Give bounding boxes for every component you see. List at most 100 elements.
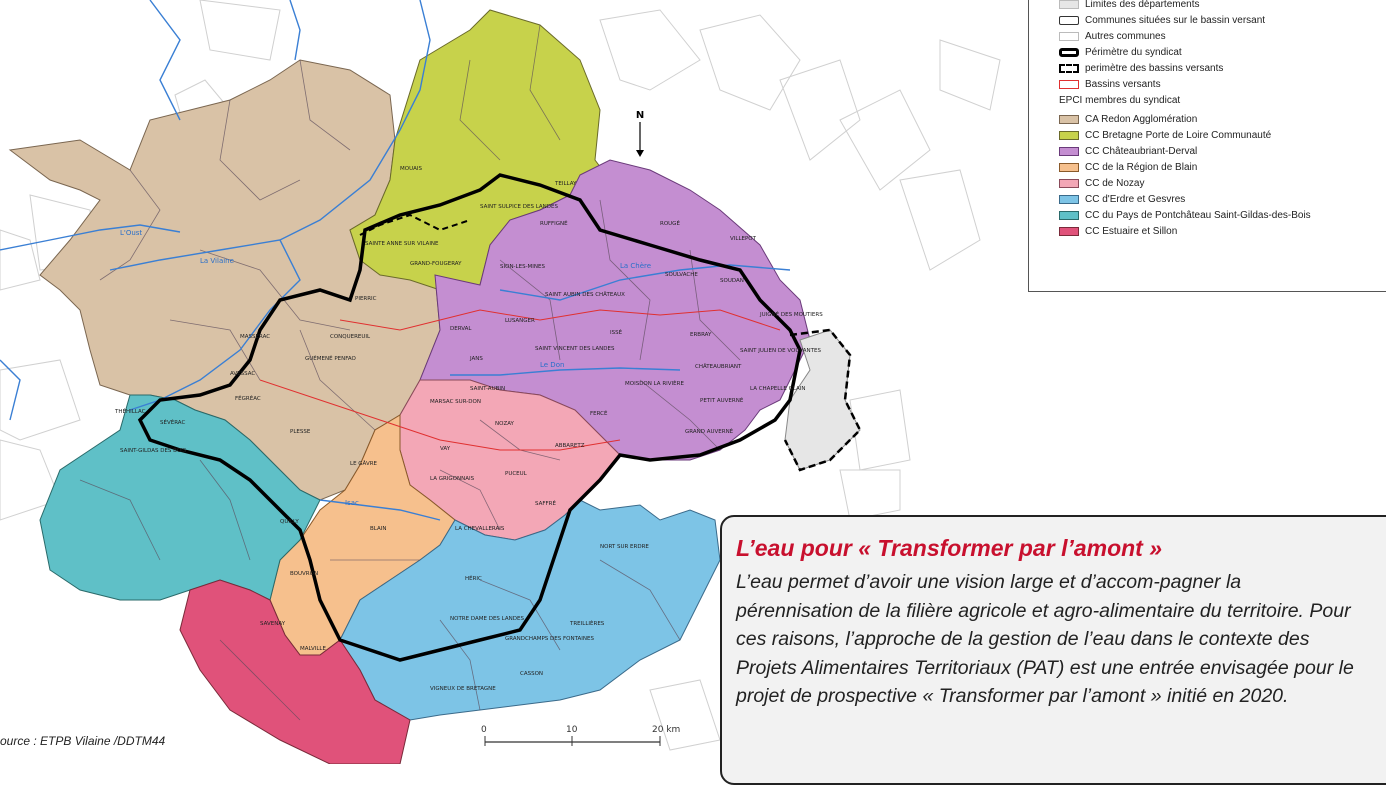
commune-label: LUSANGER [505,318,535,324]
legend-item: Communes situées sur le bassin versant [1059,13,1265,27]
legend-label: CA Redon Agglomération [1085,113,1198,125]
commune-label: SAINT-AUBIN [470,386,505,392]
commune-label: AVESSAC [230,371,255,377]
legend-label: CC de la Région de Blain [1085,161,1198,173]
commune-label: GRAND-FOUGERAY [410,261,462,267]
legend-swatch [1059,31,1079,41]
other-communes-outlines [0,0,1001,751]
legend-swatch [1059,130,1079,140]
commune-label: ABBARETZ [555,443,585,449]
legend-swatch [1059,146,1079,156]
legend-swatch [1059,0,1079,9]
commune-label: CONQUEREUIL [330,334,371,340]
info-box: L’eau pour « Transformer par l’amont » L… [720,515,1386,785]
syndicate-perimeter [137,173,802,662]
commune-label: SAVENAY [260,621,286,627]
commune-label: SOUDAN [720,278,744,284]
commune-label: SOULVACHE [665,272,698,278]
legend-item: CC Bretagne Porte de Loire Communauté [1059,128,1271,142]
commune-label: NORT SUR ERDRE [600,544,649,550]
commune-label: TREILLIÈRES [569,619,605,627]
legend-label: CC Châteaubriant-Derval [1085,145,1198,157]
legend-swatch [1059,178,1079,188]
commune-label: DERVAL [450,326,472,332]
legend-swatch [1059,194,1079,204]
commune-label: GRAND AUVERNÉ [685,427,734,435]
legend-swatch [1059,15,1079,25]
legend-item: CC d'Erdre et Gesvres [1059,192,1185,206]
commune-label: THÉHILLAC [114,407,146,415]
commune-label: LA CHAPELLE GLAIN [750,386,806,392]
legend-item: perimètre des bassins versants [1059,61,1223,75]
scale-tick: 10 [566,725,578,735]
legend-label: CC du Pays de Pontchâteau Saint-Gildas-d… [1085,209,1311,221]
legend-item: CC de Nozay [1059,176,1144,190]
legend-label: CC d'Erdre et Gesvres [1085,193,1186,205]
legend-item: Limites des départements [1059,0,1200,11]
commune-label: JANS [469,356,483,362]
commune-label: MOISDON LA RIVIÈRE [625,379,684,387]
watershed-perimeter-dashed-north [359,213,471,236]
scale-bar: 0 10 20 km [481,725,680,746]
legend-swatch [1059,63,1079,73]
north-label: N [636,110,644,121]
commune-label: MASSÉRAC [240,332,270,340]
commune-label: PLESSE [290,429,311,435]
legend-item: CA Redon Agglomération [1059,112,1197,126]
river-label: La Vilaine [200,257,234,265]
legend-label: perimètre des bassins versants [1085,62,1224,74]
commune-label: QUILLY [280,519,299,525]
legend-swatch [1059,210,1079,220]
commune-label: PUCEUL [505,471,528,477]
commune-label: PIERRIC [355,296,377,302]
info-box-text: L’eau permet d’avoir une vision large et… [736,571,1354,707]
legend-swatch [1059,79,1079,89]
legend-label: Périmètre du syndicat [1085,46,1182,58]
commune-labels: SION-LES-MINES DERVAL LUSANGER MARSAC SU… [114,166,823,692]
river-label: Isac [345,499,359,507]
commune-label: FERCÉ [590,409,608,417]
legend-epci-title: EPCI membres du syndicat [1059,95,1181,106]
commune-label: JUIGNÉ DES MOUTIERS [759,310,823,318]
commune-label: SAINT VINCENT DES LANDES [535,346,615,352]
legend-swatch [1059,162,1079,172]
river-label: L'Oust [120,229,142,237]
watershed-map: L'Oust La Vilaine La Chère Le Don Isac S… [0,0,1001,764]
map-legend: Limites des départements Communes située… [1028,0,1386,292]
commune-label: MOUAIS [400,166,422,172]
info-box-title: L’eau pour « Transformer par l’amont » [736,535,1163,561]
epci-regions [8,9,861,764]
legend-item: Bassins versants [1059,77,1161,91]
commune-boundaries [79,24,741,721]
commune-label: BLAIN [370,526,386,532]
commune-label: HÉRIC [465,574,482,582]
commune-label: GRANDCHAMPS DES FONTAINES [505,636,594,642]
commune-label: VILLEPOT [730,236,757,242]
commune-label: FÉGRÉAC [235,394,261,402]
commune-label: PETIT AUVERNÉ [700,396,744,404]
commune-label: SAINT SULPICE DES LANDES [480,204,559,210]
legend-label: CC Bretagne Porte de Loire Communauté [1085,129,1272,141]
commune-label: NOTRE DAME DES LANDES [450,616,524,622]
commune-label: ROUGÉ [660,219,680,227]
scale-tick: 20 km [652,725,680,735]
legend-swatch [1059,226,1079,236]
watershed-perimeter-dashed [783,328,862,472]
commune-label: VAY [440,446,451,452]
legend-label: Limites des départements [1085,0,1200,10]
legend-item: Périmètre du syndicat [1059,45,1182,59]
commune-label: GUÉMENÉ PENFAO [305,354,357,362]
legend-item: CC Châteaubriant-Derval [1059,144,1197,158]
legend-item: CC du Pays de Pontchâteau Saint-Gildas-d… [1059,208,1311,222]
scale-tick: 0 [481,725,487,735]
legend-label: Bassins versants [1085,78,1161,90]
north-arrow: N [636,110,644,157]
commune-label: ISSÉ [610,328,623,336]
commune-label: SAFFRÉ [535,499,557,507]
commune-label: NOZAY [495,421,515,427]
legend-item: CC de la Région de Blain [1059,160,1197,174]
commune-label: SÉVÉRAC [160,418,185,426]
commune-label: CHÂTEAUBRIANT [695,363,742,370]
river-labels: L'Oust La Vilaine La Chère Le Don Isac [120,229,651,507]
commune-label: RUFFIGNÉ [540,219,568,227]
